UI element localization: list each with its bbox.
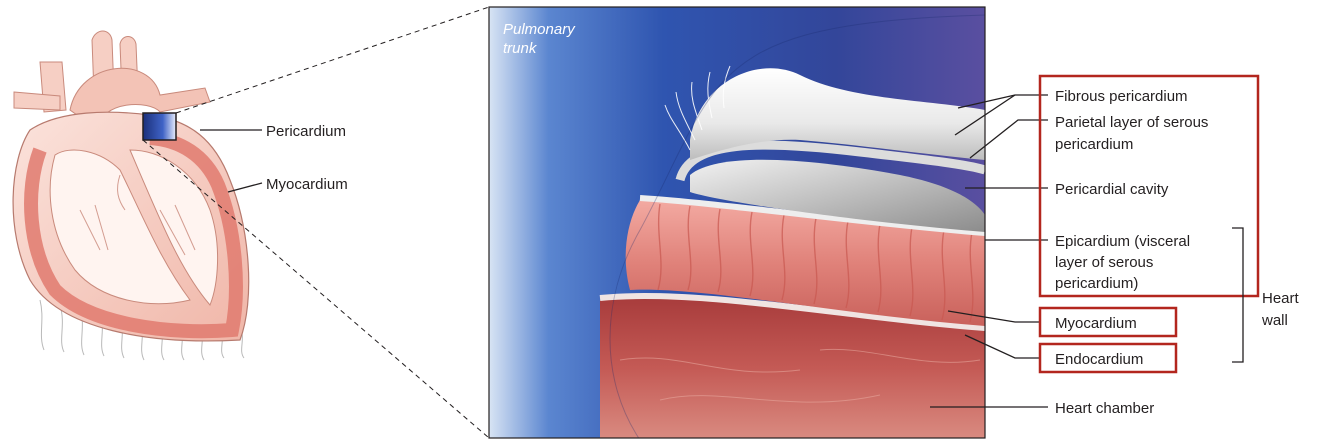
heart-wall-label-line1: Heart <box>1262 290 1300 307</box>
endocardium-label: Endocardium <box>1055 351 1143 368</box>
myocardium-label: Myocardium <box>1055 315 1137 332</box>
overview-myocardium-label: Myocardium <box>266 176 348 193</box>
epicardium-label-line1: Epicardium (visceral <box>1055 233 1190 250</box>
parietal-layer-label-line2: pericardium <box>1055 136 1133 153</box>
parietal-layer-label-line1: Parietal layer of serous <box>1055 114 1208 131</box>
epicardium-label-line3: pericardium) <box>1055 275 1138 292</box>
pericardial-cavity-label: Pericardial cavity <box>1055 181 1169 198</box>
heart-chamber-label: Heart chamber <box>1055 400 1154 417</box>
heart-wall-detail-illustration <box>489 7 985 440</box>
fibrous-pericardium-label: Fibrous pericardium <box>1055 88 1188 105</box>
zoom-region-marker <box>143 113 176 140</box>
heart-wall-label-line2: wall <box>1261 312 1288 329</box>
pulmonary-trunk-label-line2: trunk <box>503 40 538 57</box>
pulmonary-trunk-label-line1: Pulmonary <box>503 21 576 38</box>
overview-pericardium-label: Pericardium <box>266 123 346 140</box>
heart-overview-illustration <box>13 31 249 360</box>
epicardium-label-line2: layer of serous <box>1055 254 1153 271</box>
